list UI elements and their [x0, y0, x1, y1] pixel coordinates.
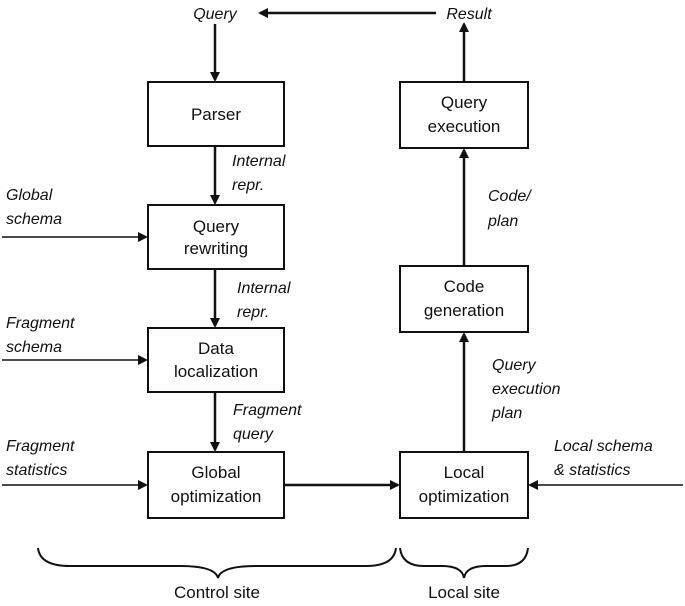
query-execution-plan-line-3: plan — [491, 405, 522, 422]
global-optimization-label-1: Global — [191, 463, 240, 482]
code-generation-label-1: Code — [444, 277, 485, 296]
fragment-statistics-label-2: statistics — [6, 462, 67, 479]
query-rewriting-box: Query rewriting — [147, 204, 285, 270]
query-rewriting-label-1: Query — [193, 217, 240, 236]
query-execution-label-2: execution — [428, 117, 501, 136]
fragment-schema-label-1: Fragment — [6, 315, 75, 332]
internal-repr-2-line-1: Internal — [237, 280, 291, 297]
code-generation-box: Code generation — [399, 265, 529, 333]
query-label: Query — [193, 6, 238, 23]
data-localization-box: Data localization — [147, 327, 285, 393]
query-rewriting-label-2: rewriting — [184, 239, 248, 258]
fragment-query-line-1: Fragment — [233, 402, 302, 419]
local-optimization-label-2: optimization — [419, 487, 510, 506]
internal-repr-2-line-2: repr. — [237, 304, 269, 321]
internal-repr-1-line-2: repr. — [232, 177, 264, 194]
local-site-label: Local site — [428, 583, 500, 602]
query-execution-plan-line-2: execution — [492, 381, 561, 398]
control-site-label: Control site — [174, 583, 260, 602]
local-schema-label-2: & statistics — [554, 462, 630, 479]
global-schema-label-2: schema — [6, 211, 62, 228]
parser-label: Parser — [191, 105, 241, 124]
local-schema-label-1: Local schema — [554, 438, 653, 455]
control-site-brace — [37, 547, 397, 579]
code-plan-line-2: plan — [487, 213, 518, 230]
local-optimization-label-1: Local — [444, 463, 485, 482]
local-site-brace — [399, 547, 529, 579]
query-execution-plan-line-1: Query — [492, 357, 537, 374]
global-schema-label-1: Global — [6, 187, 53, 204]
data-localization-label-2: localization — [174, 362, 258, 381]
global-optimization-box: Global optimization — [147, 451, 285, 519]
query-execution-box: Query execution — [399, 81, 529, 149]
global-optimization-label-2: optimization — [171, 487, 262, 506]
fragment-statistics-label-1: Fragment — [6, 438, 75, 455]
fragment-schema-label-2: schema — [6, 339, 62, 356]
data-localization-label-1: Data — [198, 339, 234, 358]
result-label: Result — [446, 6, 492, 23]
internal-repr-1-line-1: Internal — [232, 153, 286, 170]
parser-box: Parser — [147, 81, 285, 147]
code-generation-label-2: generation — [424, 301, 504, 320]
fragment-query-line-2: query — [233, 426, 274, 443]
code-plan-line-1: Code/ — [488, 188, 532, 205]
query-execution-label-1: Query — [441, 93, 488, 112]
local-optimization-box: Local optimization — [399, 451, 529, 519]
